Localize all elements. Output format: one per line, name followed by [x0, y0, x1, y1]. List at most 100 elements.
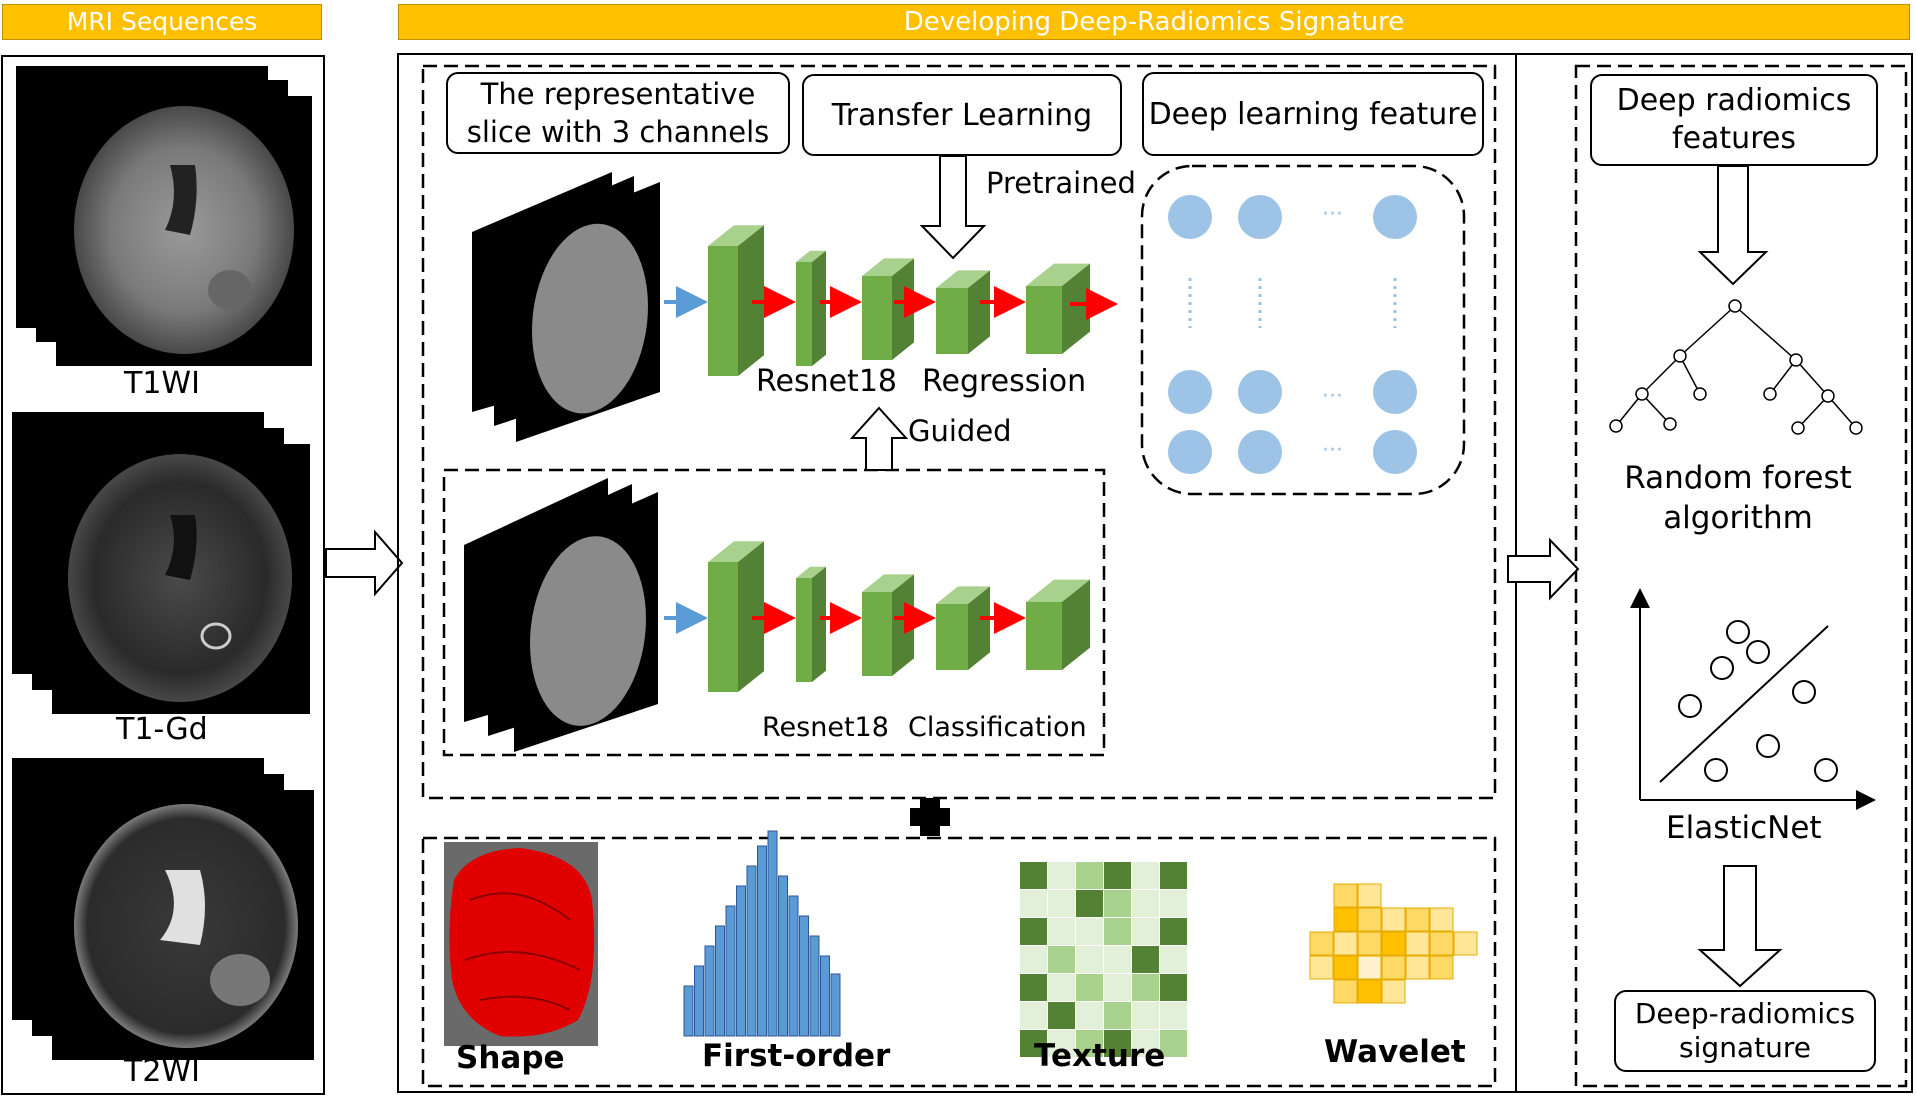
wavelet-cell — [1333, 955, 1358, 980]
texture-cell — [1104, 1002, 1131, 1029]
signature-line1: Deep-radiomics — [1634, 997, 1856, 1030]
histogram-bar — [788, 895, 799, 1037]
first-order-histogram — [683, 830, 841, 1037]
wavelet-cell — [1429, 955, 1454, 980]
texture-cell — [1076, 946, 1103, 973]
label-texture: Texture — [1034, 1038, 1166, 1074]
representative-slice-line1: The representative — [480, 77, 756, 111]
histogram-bar — [715, 925, 725, 1037]
feature-ellipsis-row2: ··· — [1322, 384, 1343, 409]
texture-cell — [1132, 862, 1159, 889]
label-resnet18-bottom: Resnet18 — [762, 712, 889, 743]
texture-cell — [1048, 974, 1075, 1001]
texture-cell — [1048, 862, 1075, 889]
wavelet-cell — [1381, 907, 1406, 932]
tree-edge — [1615, 393, 1643, 427]
wavelet-cell — [1309, 955, 1334, 980]
texture-cell — [1104, 890, 1131, 917]
elasticnet-plot-icon — [1630, 588, 1876, 810]
wavelet-cell — [1357, 907, 1382, 932]
texture-cell — [1132, 1030, 1159, 1057]
texture-cell — [1076, 1002, 1103, 1029]
tree-edge — [1641, 393, 1671, 425]
wavelet-cell — [1429, 931, 1454, 956]
hollow-arrow-right — [1507, 537, 1580, 601]
feature-dot — [1238, 430, 1282, 474]
histogram-bar — [830, 973, 841, 1037]
histogram-bar — [757, 845, 767, 1037]
deep-radiomics-features-line2: features — [1672, 121, 1796, 156]
feature-ellipsis-row3: ··· — [1322, 438, 1343, 463]
tree-node — [1791, 421, 1805, 435]
wavelet-cell — [1333, 907, 1358, 932]
texture-cell — [1020, 890, 1047, 917]
feature-dot — [1373, 370, 1417, 414]
mri-stack-t1gd — [12, 412, 310, 714]
elastic-point — [1792, 680, 1816, 704]
texture-cell — [1104, 974, 1131, 1001]
cnn-blocks-top — [664, 225, 1118, 376]
feature-dot — [1238, 195, 1282, 239]
signature-line2: signature — [1679, 1031, 1811, 1064]
texture-cell — [1076, 918, 1103, 945]
cnn-block-2 — [796, 250, 826, 366]
wavelet-cell — [1357, 883, 1382, 908]
histogram-bar — [799, 915, 809, 1037]
right-outer-frame — [1516, 53, 1913, 1093]
shape-feature-icon — [444, 842, 598, 1046]
histogram-bar — [746, 865, 757, 1037]
feature-dot-grid — [1168, 195, 1417, 474]
label-resnet18-top: Resnet18 — [756, 364, 897, 399]
tree-edge — [1795, 359, 1829, 397]
cnn-block-5 — [1026, 579, 1090, 670]
cnn-block-1 — [708, 541, 764, 692]
cnn-block-1 — [708, 225, 764, 376]
label-guided: Guided — [908, 414, 1012, 448]
random-forest-label: Random forest algorithm — [1614, 458, 1862, 538]
label-first-order: First-order — [702, 1038, 891, 1074]
deep-radiomics-signature-box: Deep-radiomics signature — [1614, 990, 1876, 1072]
developing-signature-banner: Developing Deep-Radiomics Signature — [398, 4, 1910, 40]
feature-dot — [1373, 430, 1417, 474]
wavelet-cell — [1405, 907, 1430, 932]
texture-cell — [1048, 890, 1075, 917]
slice-stack-bottom — [464, 478, 658, 752]
wavelet-cell — [1453, 931, 1478, 956]
hollow-arrow-left — [325, 529, 404, 597]
cnn-block-3 — [862, 258, 914, 360]
cnn-block-4 — [936, 586, 990, 670]
elastic-point — [1710, 656, 1734, 680]
tree-node — [1663, 417, 1677, 431]
texture-cell — [1048, 1002, 1075, 1029]
texture-cell — [1020, 1002, 1047, 1029]
random-forest-tree-icon — [1609, 299, 1863, 435]
texture-cell — [1160, 974, 1187, 1001]
tree-node — [1693, 387, 1707, 401]
label-regression: Regression — [922, 364, 1087, 399]
deep-radiomics-features-line1: Deep radiomics — [1616, 83, 1852, 118]
texture-cell — [1104, 862, 1131, 889]
elastic-point — [1746, 640, 1770, 664]
histogram-bar — [704, 945, 715, 1037]
cnn-block-4 — [936, 270, 990, 354]
texture-cell — [1048, 1030, 1075, 1057]
feature-dot — [1168, 430, 1212, 474]
classification-dashed-frame — [442, 468, 1106, 757]
elastic-point — [1704, 758, 1728, 782]
feature-dot — [1373, 195, 1417, 239]
mri-stack-t2wi — [12, 758, 314, 1060]
texture-cell — [1076, 890, 1103, 917]
label-classification: Classification — [908, 712, 1087, 743]
label-t2wi: T2WI — [124, 1054, 200, 1089]
label-t1gd: T1-Gd — [116, 712, 208, 747]
tree-node — [1763, 387, 1777, 401]
elasticnet-label: ElasticNet — [1666, 810, 1822, 846]
wavelet-cell — [1309, 931, 1334, 956]
tree-node — [1789, 353, 1803, 367]
texture-cell — [1076, 862, 1103, 889]
texture-cell — [1104, 1030, 1131, 1057]
slice-stack-top — [472, 172, 660, 442]
wavelet-grid — [1309, 883, 1478, 1004]
feature-dashed-frame — [1140, 164, 1466, 496]
